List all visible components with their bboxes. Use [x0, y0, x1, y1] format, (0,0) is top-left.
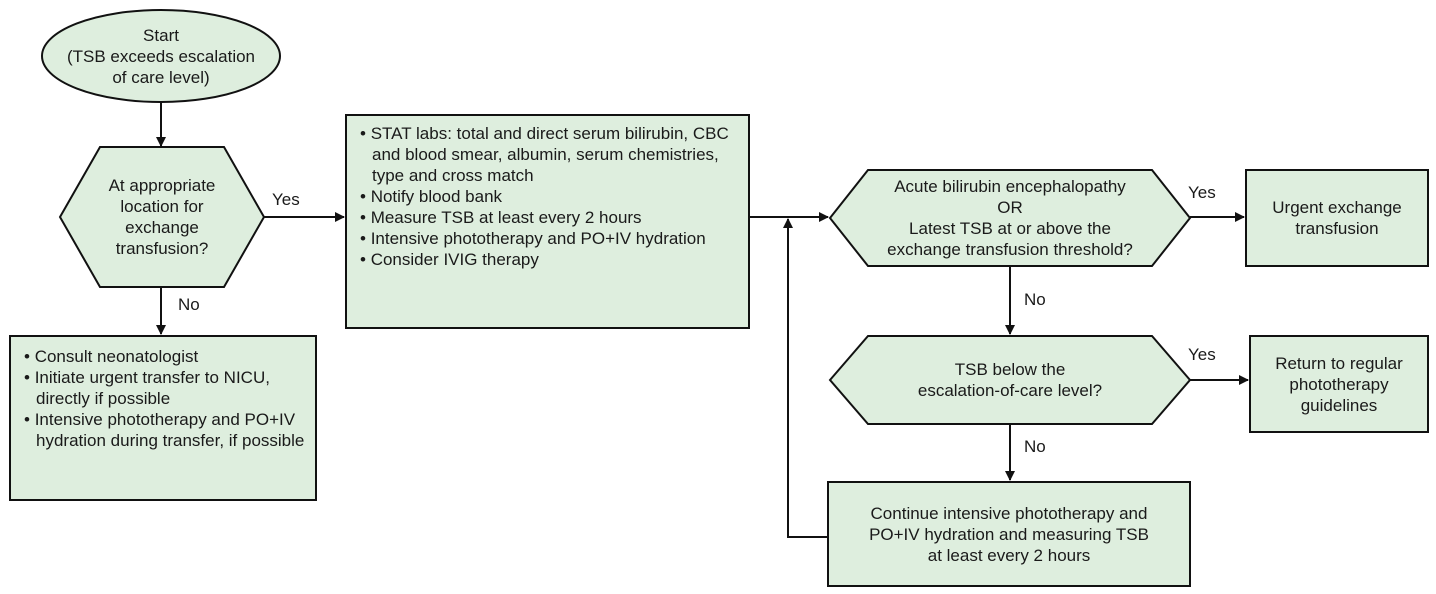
transfer-bullet-2: Initiate urgent transfer to NICU, direct…	[24, 367, 306, 409]
escalation-line-2: escalation-of-care level?	[917, 381, 1103, 400]
edge-label-escalation-yes: Yes	[1188, 345, 1216, 364]
transfer-bullet-3: Intensive phototherapy and PO+IV hydrati…	[24, 409, 306, 451]
return-box: Return to regular phototherapy guideline…	[1250, 336, 1428, 432]
return-box-shape	[1249, 335, 1429, 433]
continue-box-shape	[827, 481, 1191, 587]
stat-labs-bullet-2: Notify blood bank	[360, 186, 739, 207]
start-line-2: (TSB exceeds escalation	[66, 46, 256, 66]
location-line-3: exchange	[125, 218, 199, 237]
encephalopathy-line-4: exchange transfusion threshold?	[887, 240, 1133, 259]
encephalopathy-decision-node: Acute bilirubin encephalopathy OR Latest…	[830, 170, 1190, 266]
continue-box: Continue intensive phototherapy and PO+I…	[828, 482, 1190, 586]
continue-line-1: Continue intensive phototherapy and	[870, 503, 1148, 523]
edge-label-escalation-no: No	[1024, 437, 1046, 456]
urgent-exchange-box-shape	[1245, 169, 1429, 267]
stat-labs-bullet-5: Consider IVIG therapy	[360, 249, 739, 270]
return-line-3: guidelines	[1300, 395, 1378, 415]
urgent-exchange-line-2: transfusion	[1295, 219, 1379, 238]
location-line-2: location for	[120, 197, 204, 216]
escalation-decision-node: TSB below the escalation-of-care level?	[830, 336, 1190, 424]
return-line-2: phototherapy	[1289, 374, 1389, 394]
continue-line-3: at least every 2 hours	[927, 545, 1091, 565]
stat-labs-box: STAT labs: total and direct serum biliru…	[346, 115, 749, 328]
location-decision-node: At appropriate location for exchange tra…	[60, 147, 264, 287]
start-line-1: Start	[143, 25, 179, 45]
stat-labs-bullet-3: Measure TSB at least every 2 hours	[360, 207, 739, 228]
edge-label-location-yes: Yes	[272, 190, 300, 209]
edge-label-location-no: No	[178, 295, 200, 314]
start-line-3: of care level)	[112, 67, 210, 87]
continue-line-2: PO+IV hydration and measuring TSB	[869, 524, 1149, 544]
location-line-1: At appropriate	[108, 176, 216, 195]
urgent-exchange-line-1: Urgent exchange	[1272, 198, 1402, 217]
encephalopathy-line-1: Acute bilirubin encephalopathy	[894, 177, 1126, 196]
stat-labs-bullet-1: STAT labs: total and direct serum biliru…	[360, 123, 739, 186]
start-node: Start (TSB exceeds escalation of care le…	[42, 10, 280, 102]
edge-continue-loop-back	[783, 218, 828, 538]
transfer-box: Consult neonatologist Initiate urgent tr…	[10, 336, 316, 500]
escalation-line-1: TSB below the	[954, 360, 1066, 379]
edge-label-encephalopathy-yes: Yes	[1188, 183, 1216, 202]
return-line-1: Return to regular	[1275, 353, 1403, 373]
stat-labs-bullet-4: Intensive phototherapy and PO+IV hydrati…	[360, 228, 739, 249]
edge-label-encephalopathy-no: No	[1024, 290, 1046, 309]
encephalopathy-line-2: OR	[997, 198, 1023, 217]
location-line-4: transfusion?	[115, 239, 209, 258]
urgent-exchange-box: Urgent exchange transfusion	[1246, 170, 1428, 266]
transfer-bullet-1: Consult neonatologist	[24, 346, 306, 367]
encephalopathy-line-3: Latest TSB at or above the	[909, 219, 1111, 238]
